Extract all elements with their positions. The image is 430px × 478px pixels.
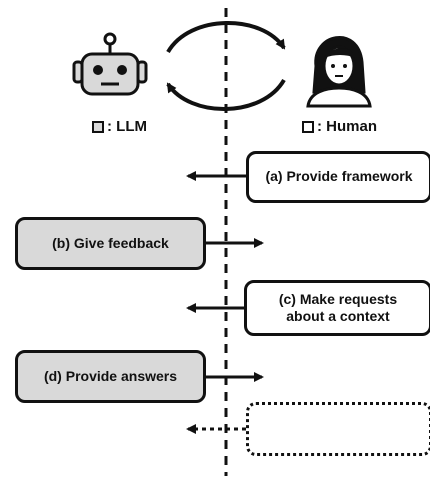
legend-human: : Human: [302, 118, 377, 135]
step-c-box: (c) Make requests about a context: [244, 280, 430, 336]
woman-icon: [306, 36, 372, 108]
step-b-box: (b) Give feedback: [15, 217, 206, 270]
robot-icon: [72, 32, 148, 96]
step-a-box: (a) Provide framework: [246, 151, 430, 203]
step-d-label: (d) Provide answers: [43, 367, 178, 384]
legend-human-swatch: [302, 120, 314, 133]
step-c-label: (c) Make requests about a context: [278, 290, 398, 325]
legend-llm-label: : LLM: [107, 118, 147, 135]
legend-llm-swatch: [92, 120, 104, 133]
legend-llm: : LLM: [92, 118, 147, 135]
legend-human-label: : Human: [317, 118, 377, 135]
step-d-box: (d) Provide answers: [15, 350, 206, 403]
step-a-label: (a) Provide framework: [265, 168, 413, 185]
cycle-arrows-icon: [166, 21, 286, 111]
step-b-label: (b) Give feedback: [52, 234, 169, 251]
step-e-box: [246, 402, 430, 456]
